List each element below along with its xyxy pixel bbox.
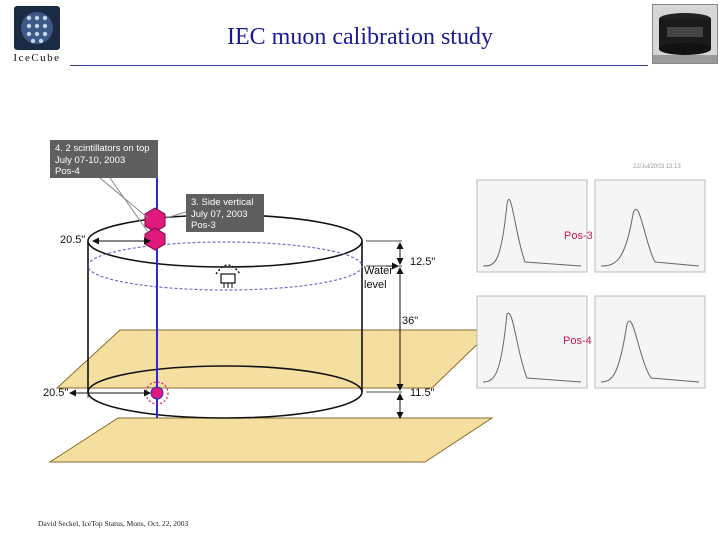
slide-title: IEC muon calibration study xyxy=(227,24,493,50)
upper-scintillator-plane xyxy=(55,329,494,389)
callout-side-line-2: July 07, 2003 xyxy=(191,208,248,220)
bottom-scintillator-marker xyxy=(150,386,164,400)
icecube-logo: IceCube xyxy=(8,4,66,64)
callout-top-scintillators: 4. 2 scintillators on top July 07-10, 20… xyxy=(50,140,158,178)
histogram-pos3-a xyxy=(476,179,588,273)
callout-top-line-1: 4. 2 scintillators on top xyxy=(55,143,150,154)
water-level-line-1: Water xyxy=(364,265,393,277)
histogram-pos4-b xyxy=(594,295,706,389)
slide-footer: David Seckel, IceTop Status, Mons, Oct. … xyxy=(38,519,189,528)
dim-middle-right: 36" xyxy=(402,315,419,327)
dim-top-left: 20.5" xyxy=(60,234,86,246)
histogram-panel: 22/Jul/2003 13:13 xyxy=(455,164,711,402)
dim-bottom-left: 20.5" xyxy=(43,387,69,399)
pmt-icon xyxy=(215,264,241,288)
top-scintillator-2 xyxy=(144,227,166,251)
callout-top-line-2: July 07-10, 2003 xyxy=(55,154,126,166)
dim-lower-right: 11.5" xyxy=(410,387,435,399)
callout-side-vertical: 3. Side vertical July 07, 2003 Pos-3 xyxy=(186,194,264,232)
lower-scintillator-plane xyxy=(48,417,494,463)
callout-side-line-1: 3. Side vertical xyxy=(191,197,254,208)
dim-upper-right: 12.5" xyxy=(410,256,436,268)
pos4-label: Pos-4 xyxy=(563,335,592,347)
water-level-label: Water level xyxy=(364,264,393,292)
water-level-line-2: level xyxy=(364,279,387,291)
logo-text: IceCube xyxy=(13,52,61,64)
callout-top-line-3: Pos-4 xyxy=(55,166,80,177)
pos3-label: Pos-3 xyxy=(564,230,593,242)
plot-stamp: 22/Jul/2003 13:13 xyxy=(633,164,681,170)
histogram-pos4-a xyxy=(476,295,588,389)
tank-photo xyxy=(652,4,718,64)
callout-side-line-3: Pos-3 xyxy=(191,220,216,231)
histogram-pos3-b xyxy=(594,179,706,273)
title-rule xyxy=(70,65,648,66)
icecube-logo-emblem xyxy=(14,6,60,50)
histogram-grid xyxy=(476,179,706,389)
